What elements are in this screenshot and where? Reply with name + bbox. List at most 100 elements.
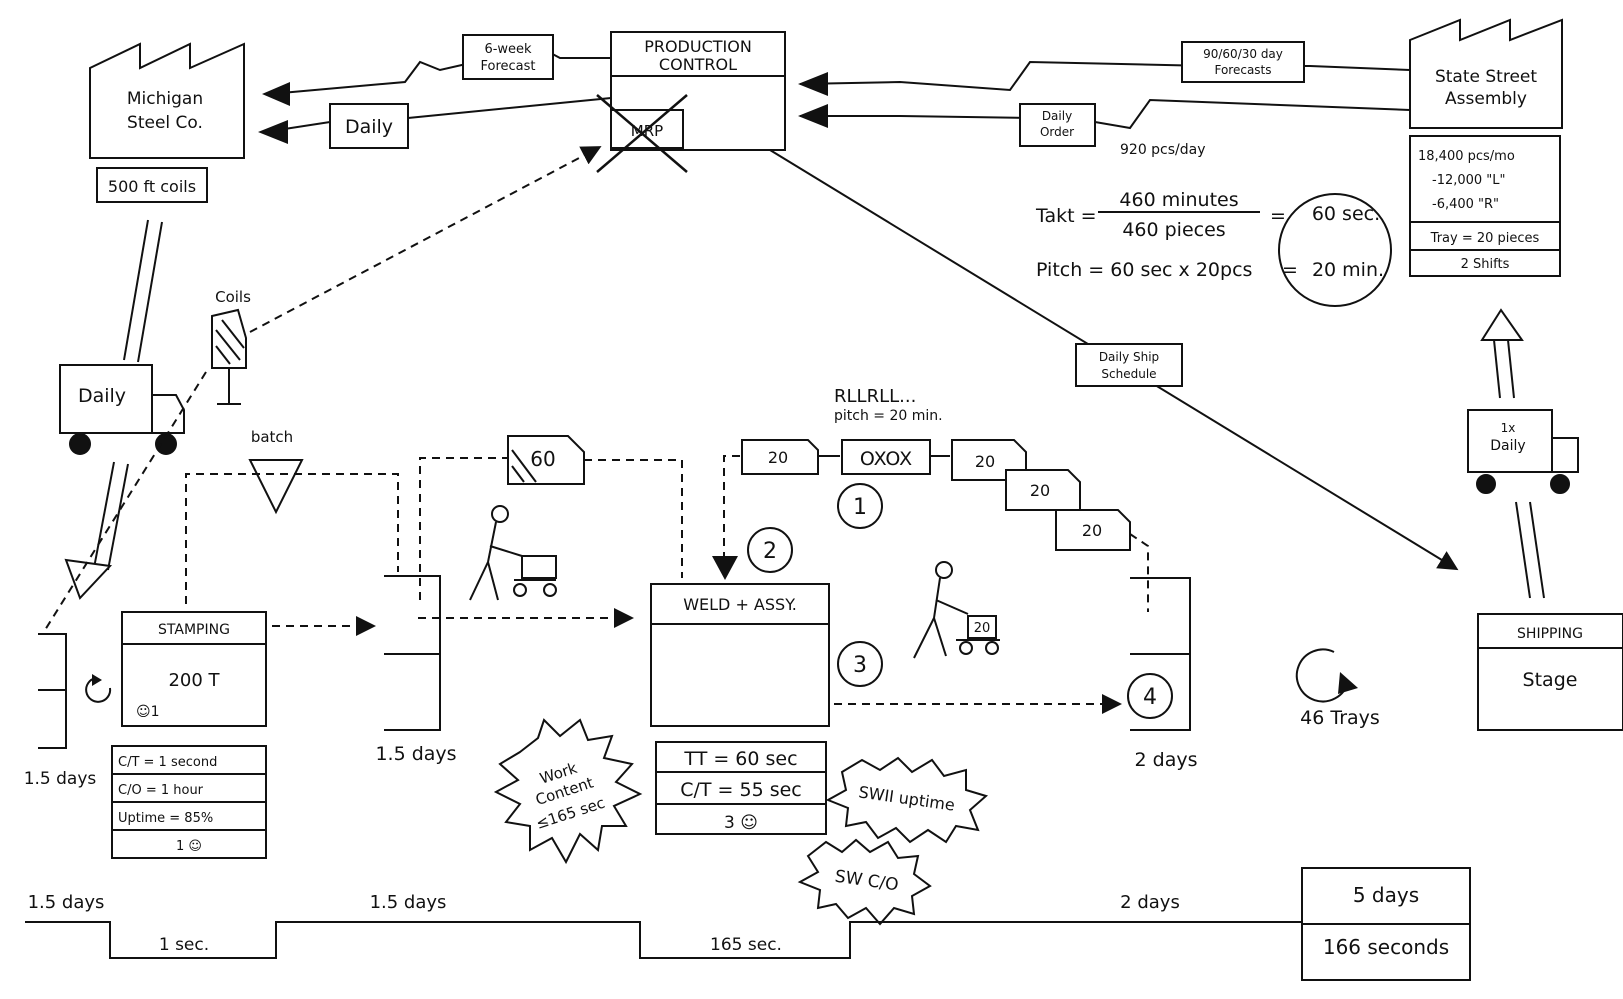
kaizen-num-3: 3 [853,653,867,678]
supplier-data-box [96,167,208,203]
weld-title: WELD + ASSY. [683,595,797,614]
timeline-process-0: 1 sec. [159,935,209,955]
daily-order-2: Order [1040,125,1074,139]
timeline-ladder [25,921,1302,959]
kaizen-circle-4 [1127,673,1173,719]
ship-schedule-1: Daily Ship [1099,350,1159,364]
timeline-lead-0: 1.5 days [28,892,105,913]
inbound-truck-label: Daily [78,385,126,407]
supplier-factory-icon [89,42,245,159]
weld-data-1: C/T = 55 sec [680,779,802,801]
kanban-20-left-label: 20 [768,448,788,467]
customer-name-2: Assembly [1445,89,1527,109]
outbound-truck-label-2: Daily [1490,438,1525,454]
forecast-90-2: Forecasts [1214,63,1271,77]
weld-data-2: 3 ☺ [724,813,758,833]
batch-withdrawal-loop [185,473,399,604]
push-arrow-shipping-to-customer [1480,308,1524,399]
stamping-data-0: C/T = 1 second [118,755,217,770]
push-arrow-supplier-to-truck [123,219,163,363]
coils-label: Coils [215,288,251,306]
takt-denominator: 460 pieces [1122,219,1225,241]
takt-equals: = [1270,205,1286,227]
shipping-title: SHIPPING [1517,626,1583,642]
sw-co-burst [797,838,932,926]
weld-assy-process-box [650,583,830,727]
timeline-lead-2: 2 days [1120,892,1180,913]
timeline-total-lead: 5 days [1353,883,1419,907]
customer-data-3: Tray = 20 pieces [1430,231,1540,246]
daily-order-flow [798,98,1411,147]
outbound-truck-icon [1467,409,1579,494]
stamping-tonnage: 200 T [168,670,220,691]
kanban-20-stack [951,439,1131,551]
takt-label: Takt = [1035,205,1097,227]
customer-data-box [1409,135,1561,277]
coil-signal-to-stamping [44,371,207,631]
pitch-equals: = [1282,259,1298,281]
customer-name-1: State Street [1435,67,1537,87]
takt-result: 60 sec. [1312,203,1380,225]
customer-data-1: -12,000 "L" [1432,173,1506,188]
daily-to-supplier-label: Daily [345,116,393,138]
pc-title-2: CONTROL [659,55,737,74]
takt-numerator: 460 minutes [1119,189,1238,211]
coil-inventory-days: 1.5 days [24,769,97,789]
kanban-20-left [741,439,819,475]
timeline-process-1: 165 sec. [710,935,782,955]
swii-uptime-burst [825,756,989,844]
fg-supermarket [1130,577,1191,731]
supplier-name-2: Steel Co. [127,113,203,133]
shipping-process-box [1477,613,1623,731]
withdrawal-kanban-60 [507,435,585,485]
forecast-6wk-1: 6-week [484,42,532,57]
mrp-box-crossed [596,94,688,173]
stamping-operators: ☺1 [136,704,160,720]
stamping-data-2: Uptime = 85% [118,811,213,826]
takt-pitch-circle [1278,193,1392,307]
forecast-90-1: 90/60/30 day [1203,47,1283,61]
heijunka-pitch: pitch = 20 min. [834,408,943,424]
customer-data-4: 2 Shifts [1461,257,1510,272]
kaizen-circle-3 [837,641,883,687]
batch-triangle [248,459,304,515]
supplier-item: 500 ft coils [108,177,196,196]
kanban-60-post [584,459,683,578]
stamping-data-3: 1 ☺ [176,839,202,854]
customer-factory-icon [1409,18,1563,129]
kaizen-circle-2 [747,527,793,573]
kaizen-num-4: 4 [1143,685,1157,710]
customer-data-0: 18,400 pcs/mo [1418,149,1515,164]
stamped-inventory-days: 1.5 days [375,743,456,765]
weld-data-box [655,741,827,835]
timeline-total-box [1301,867,1471,981]
kaizen-num-1: 1 [853,495,867,520]
daily-order-1: Daily [1042,109,1072,123]
signal-kanban-icon [211,308,247,405]
kanban-60-loop [419,457,508,600]
pcs-per-day: 920 pcs/day [1120,142,1206,158]
forecast-6week-flow [262,34,611,106]
kanban-20-stack-2: 20 [1030,481,1050,500]
coil-signal-to-pc [249,146,602,333]
stamping-title: STAMPING [158,622,230,638]
tray-20-label: 20 [974,621,991,636]
kaizen-circle-1 [837,483,883,529]
stamping-changeover-icon [85,674,112,703]
stamping-data-box [111,745,267,859]
inbound-truck-icon [59,364,185,455]
stamping-data-1: C/O = 1 hour [118,783,204,798]
weld-data-0: TT = 60 sec [683,748,797,770]
pitch-result: 20 min. [1312,259,1384,281]
sw-co-label: SW C/O [834,867,900,896]
shipping-sub: Stage [1523,669,1578,691]
ship-schedule-2: Schedule [1101,367,1156,381]
customer-forecast-flow [798,41,1411,96]
kanban-20-stack-3: 20 [1082,521,1102,540]
swii-uptime-label: SWII uptime [857,782,956,814]
coil-supermarket [38,633,67,749]
timeline-total-process: 166 seconds [1323,935,1449,959]
outbound-truck-label-1: 1x [1501,421,1516,435]
